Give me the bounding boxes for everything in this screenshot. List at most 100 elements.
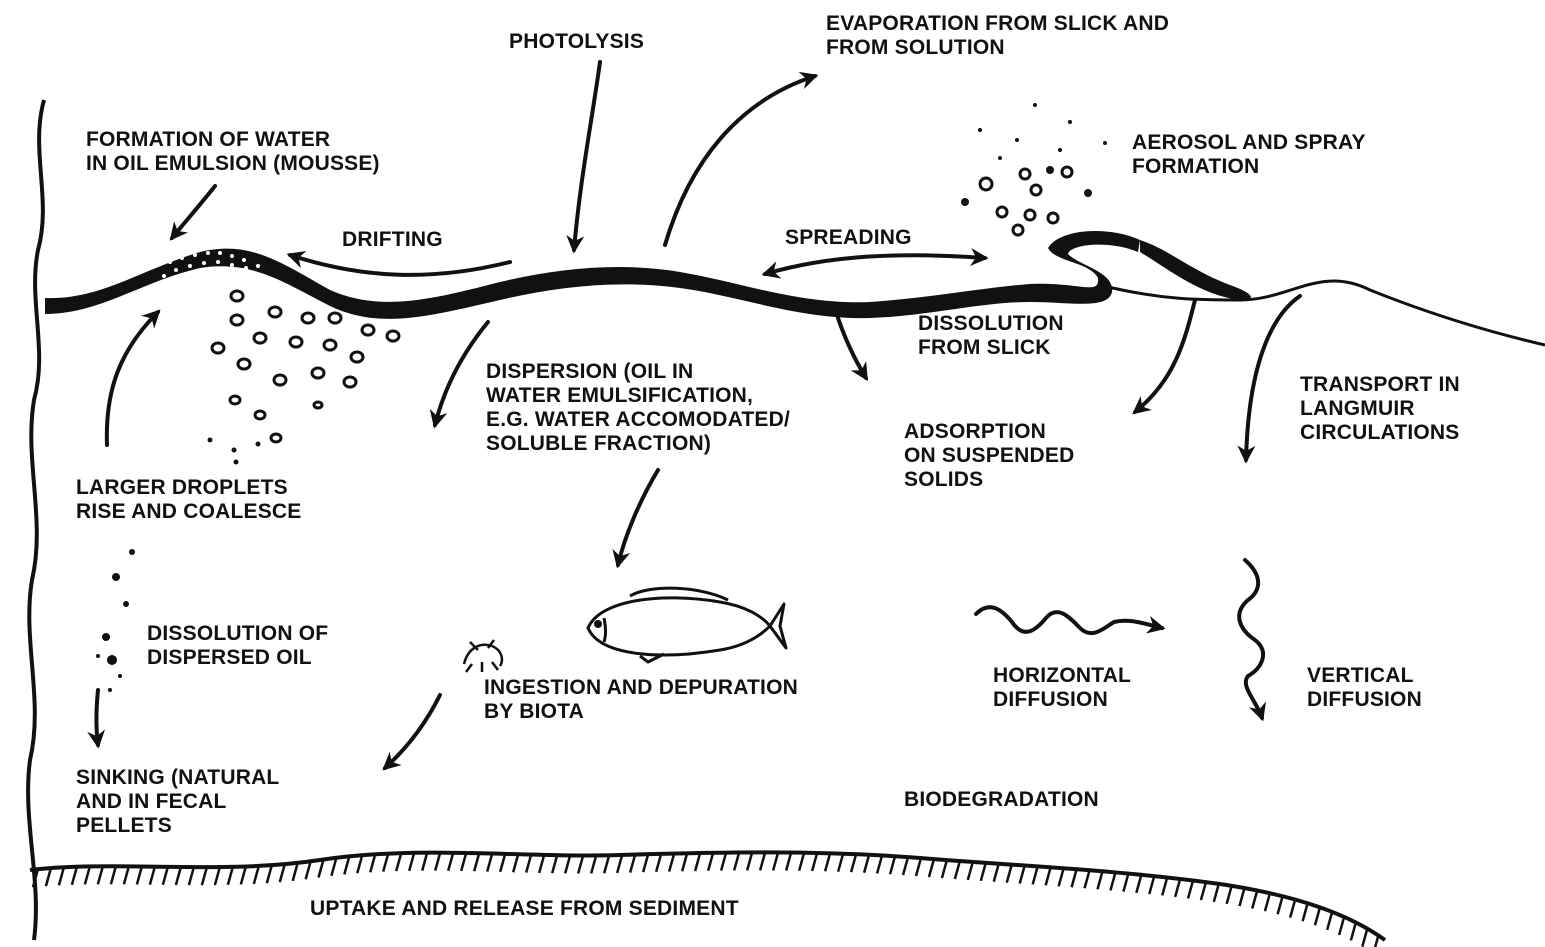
seabed-hatch-mark: [1303, 903, 1308, 921]
seabed-hatch-mark: [1339, 917, 1344, 935]
seabed-hatch-mark: [1373, 935, 1378, 947]
seabed-hatch-mark: [319, 859, 324, 877]
label-line: TRANSPORT IN: [1300, 373, 1460, 397]
seabed-hatch-mark: [1046, 867, 1051, 885]
seabed-hatch-mark: [1315, 907, 1320, 925]
seabed-hatch-mark: [1290, 900, 1295, 918]
seabed-hatch-mark: [215, 867, 220, 885]
seabed-hatch-mark: [929, 859, 934, 877]
label-line: DISPERSION (OIL IN: [486, 360, 790, 384]
seabed-hatch-mark: [331, 858, 336, 876]
sinking-arrow: [97, 690, 99, 745]
seabed-hatch-mark: [617, 855, 622, 873]
seabed-hatch-mark: [1188, 880, 1193, 898]
sea-surface-line: [1100, 281, 1545, 345]
label-line: INGESTION AND DEPURATION: [484, 676, 798, 700]
seabed-hatch-mark: [578, 855, 583, 873]
seabed-hatch-mark: [734, 852, 739, 870]
seabed-hatch-mark: [1162, 877, 1167, 895]
label-line: AEROSOL AND SPRAY: [1132, 131, 1366, 155]
seabed-hatch-mark: [46, 868, 51, 886]
seabed-hatch-mark: [137, 866, 142, 884]
label-line: LANGMUIR: [1300, 397, 1460, 421]
seabed-hatch-mark: [267, 865, 272, 883]
breaking-wave-curl: [1140, 240, 1251, 300]
seabed-hatch-mark: [955, 861, 960, 879]
seabed-hatch-mark: [1252, 891, 1257, 909]
seabed-hatch-mark: [513, 854, 518, 872]
left-boundary-line: [28, 100, 44, 940]
seabed-hatch-mark: [968, 862, 973, 880]
seabed-hatch-mark: [1278, 896, 1283, 914]
seabed-hatch-mark: [695, 853, 700, 871]
seabed-hatch-mark: [1110, 872, 1115, 890]
label-drifting: DRIFTING: [342, 228, 443, 252]
label-line: SINKING (NATURAL: [76, 766, 279, 790]
mousse-arrow: [172, 186, 215, 238]
seabed-hatch-mark: [254, 866, 259, 884]
seabed-hatch-mark: [942, 860, 947, 878]
seabed-hatch-mark: [1085, 870, 1090, 888]
label-line: FORMATION OF WATER: [86, 128, 380, 152]
label-line: DRIFTING: [342, 228, 443, 252]
horizontal-diffusion-arrow: [976, 607, 1162, 633]
label-line: UPTAKE AND RELEASE FROM SEDIMENT: [310, 897, 739, 921]
seabed-hatch-mark: [981, 863, 986, 881]
seabed-hatch-mark: [409, 853, 414, 871]
seabed-hatch-mark: [228, 867, 233, 885]
seabed-hatch-mark: [474, 853, 479, 871]
seabed-hatch-mark: [669, 854, 674, 872]
evaporation-arrow: [665, 76, 815, 245]
label-line: E.G. WATER ACCOMODATED/: [486, 408, 790, 432]
seabed-hatch-mark: [565, 855, 570, 873]
seabed-hatch-mark: [1239, 888, 1244, 906]
seabed-hatch-mark: [1265, 893, 1270, 911]
label-spreading: SPREADING: [785, 226, 912, 250]
label-line: SOLIDS: [904, 468, 1074, 492]
label-line: BIODEGRADATION: [904, 788, 1099, 812]
seabed-hatch-mark: [903, 857, 908, 875]
label-line: DISSOLUTION: [918, 312, 1064, 336]
label-vertical-diffusion: VERTICALDIFFUSION: [1307, 664, 1422, 712]
seabed-hatch-mark: [539, 855, 544, 873]
label-line: CIRCULATIONS: [1300, 421, 1460, 445]
seabed-hatch-mark: [202, 867, 207, 885]
seabed-hatch-mark: [98, 866, 103, 884]
seabed-hatch-mark: [1175, 879, 1180, 897]
label-line: ADSORPTION: [904, 420, 1074, 444]
seabed-hatch-mark: [448, 853, 453, 871]
adsorption-arrow: [1135, 300, 1195, 412]
seabed-hatch-mark: [189, 867, 194, 885]
langmuir-arrow: [1246, 296, 1300, 460]
seabed-hatch-mark: [370, 854, 375, 872]
seabed-hatch-mark: [280, 864, 285, 882]
label-line: HORIZONTAL: [993, 664, 1131, 688]
seabed-hatch-mark: [1362, 929, 1367, 947]
small-droplets: [208, 438, 261, 465]
seabed-hatch-mark: [890, 856, 895, 874]
biota-arrow: [618, 470, 658, 565]
seabed-hatch-mark: [1007, 865, 1012, 883]
label-line: ON SUSPENDED: [904, 444, 1074, 468]
label-line: FROM SOLUTION: [826, 36, 1169, 60]
seabed-hatch-mark: [994, 864, 999, 882]
seabed-hatch-mark: [241, 866, 246, 884]
seabed-hatch-mark: [59, 867, 64, 885]
seabed-hatch-mark: [1351, 922, 1356, 940]
label-line: AND IN FECAL: [76, 790, 279, 814]
label-line: FORMATION: [1132, 155, 1366, 179]
vertical-diffusion-arrow: [1239, 560, 1263, 718]
drifting-arrow: [290, 255, 510, 275]
seabed-hatch-mark: [773, 852, 778, 870]
label-line: EVAPORATION FROM SLICK AND: [826, 12, 1169, 36]
photolysis-arrow: [574, 62, 600, 250]
seabed-hatch-mark: [799, 853, 804, 871]
seabed-hatch-mark: [591, 855, 596, 873]
seabed-hatch-mark: [72, 867, 77, 885]
